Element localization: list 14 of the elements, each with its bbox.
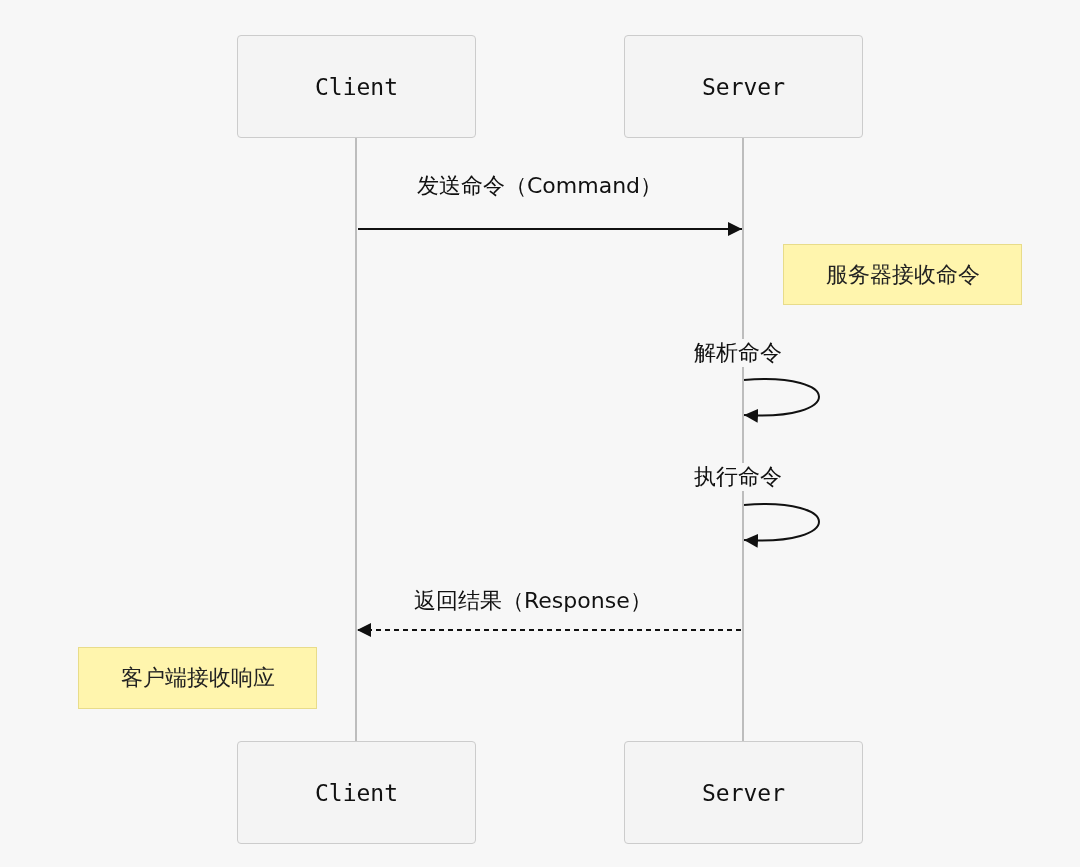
edge-label: 执行命令	[692, 463, 784, 491]
lifeline	[355, 138, 357, 741]
note-box: 客户端接收响应	[78, 647, 317, 709]
edge-label: 解析命令	[692, 339, 784, 367]
arrow	[356, 623, 742, 637]
participant-box: Client	[237, 741, 476, 844]
note-box: 服务器接收命令	[783, 244, 1022, 305]
participant-box: Client	[237, 35, 476, 138]
participant-box: Server	[624, 741, 863, 844]
arrow	[743, 378, 820, 423]
arrow	[357, 222, 743, 236]
arrow	[743, 503, 820, 548]
participant-box: Server	[624, 35, 863, 138]
lifeline	[742, 138, 744, 741]
